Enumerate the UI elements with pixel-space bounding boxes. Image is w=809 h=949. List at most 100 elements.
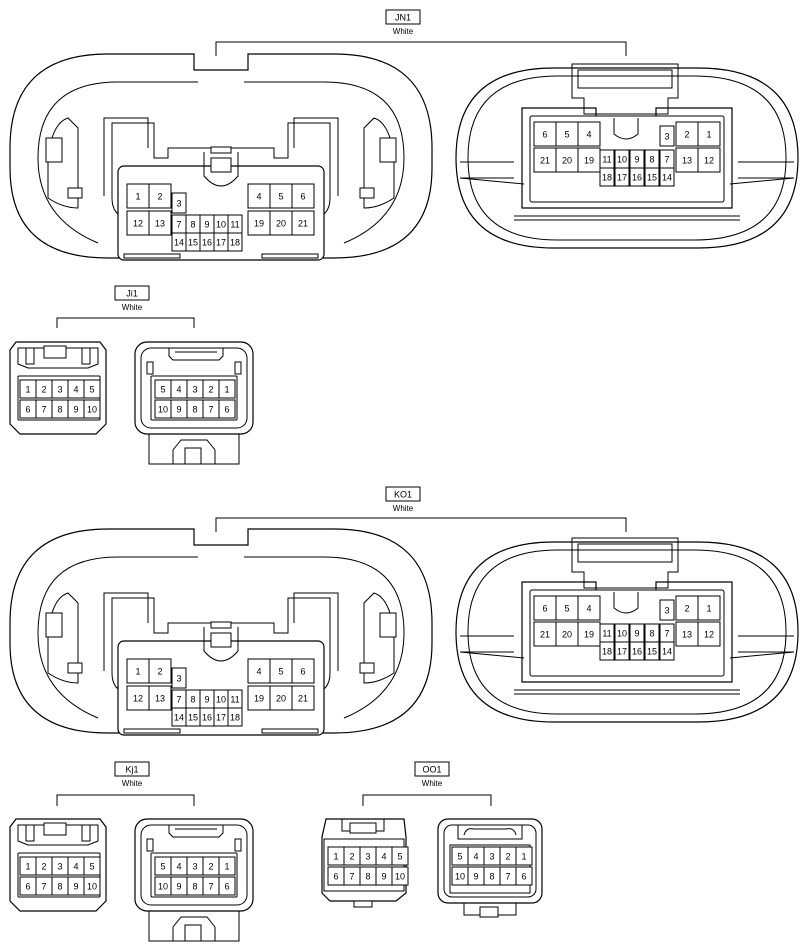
pin-number: 5 xyxy=(278,666,283,676)
pin-number: 5 xyxy=(278,191,283,201)
pin-number: 18 xyxy=(602,172,612,182)
large-male-pin: 5 xyxy=(555,595,579,621)
large-female-pin: 5 xyxy=(269,658,293,684)
small-male-pin: 1 xyxy=(218,379,236,399)
pin-number: 1 xyxy=(224,861,229,871)
connector-code: Kj1 xyxy=(125,764,138,774)
small-female-pin: 8 xyxy=(51,876,69,896)
pin-number: 8 xyxy=(190,694,195,704)
pin-number: 18 xyxy=(602,646,612,656)
pin-number: 5 xyxy=(564,129,569,139)
pin-number: 7 xyxy=(41,404,46,414)
large-female-pin: 16 xyxy=(199,232,215,252)
large-male-pin: 15 xyxy=(644,641,660,661)
pin-number: 18 xyxy=(230,712,240,722)
pin-number: 3 xyxy=(664,131,669,141)
pin-number: 16 xyxy=(632,172,642,182)
large-male-pin: 11 xyxy=(599,149,615,169)
small-female-pin: 9 xyxy=(67,399,85,419)
large-male-pin: 1 xyxy=(697,121,721,147)
pin-number: 2 xyxy=(684,603,689,613)
pin-number: 6 xyxy=(333,871,338,881)
large-male-pin: 17 xyxy=(614,167,630,187)
connector-color: White xyxy=(393,504,414,513)
pin-number: 16 xyxy=(632,646,642,656)
small-male-pin: 6 xyxy=(218,399,236,419)
small-male-pin: 1 xyxy=(218,856,236,876)
pin-number: 19 xyxy=(254,693,264,703)
pin-number: 15 xyxy=(647,646,657,656)
small-male-pin: 6 xyxy=(218,876,236,896)
small-male-pin: 8 xyxy=(186,876,204,896)
pin-number: 7 xyxy=(664,154,669,164)
oo1-female-pin: 6 xyxy=(327,866,345,886)
pin-number: 9 xyxy=(176,881,181,891)
pin-number: 2 xyxy=(41,861,46,871)
oo1-male-pin: 8 xyxy=(483,866,501,886)
pin-number: 2 xyxy=(349,851,354,861)
pin-number: 14 xyxy=(662,172,672,182)
oo1-female-pin: 9 xyxy=(375,866,393,886)
pin-number: 3 xyxy=(664,605,669,615)
pin-number: 10 xyxy=(617,154,627,164)
pin-number: 16 xyxy=(202,237,212,247)
pin-number: 2 xyxy=(157,666,162,676)
oo1-male-pin: 6 xyxy=(515,866,533,886)
pin-number: 19 xyxy=(254,218,264,228)
large-male-pin: 20 xyxy=(555,621,579,647)
connector-color: White xyxy=(122,779,143,788)
pin-number: 8 xyxy=(649,154,654,164)
pin-number: 5 xyxy=(457,851,462,861)
large-female-pin: 17 xyxy=(213,707,229,727)
pin-number: 3 xyxy=(365,851,370,861)
pin-number: 7 xyxy=(208,404,213,414)
large-female-pin: 14 xyxy=(171,707,187,727)
pin-number: 17 xyxy=(617,172,627,182)
pin-number: 9 xyxy=(473,871,478,881)
small-female-pin: 6 xyxy=(19,399,37,419)
large-female-pin: 16 xyxy=(199,707,215,727)
pin-number: 5 xyxy=(89,384,94,394)
large-male-pin: 7 xyxy=(659,623,675,643)
pin-number: 5 xyxy=(397,851,402,861)
pin-number: 2 xyxy=(157,191,162,201)
large-female-pin: 4 xyxy=(247,183,271,209)
pin-number: 9 xyxy=(73,881,78,891)
large-female-pin: 2 xyxy=(148,183,172,209)
large-female-pin: 13 xyxy=(148,210,172,236)
small-male-pin: 10 xyxy=(154,399,172,419)
pin-number: 3 xyxy=(489,851,494,861)
pin-number: 12 xyxy=(704,629,714,639)
pin-number: 4 xyxy=(256,191,261,201)
large-female-pin: 19 xyxy=(247,685,271,711)
small-male-pin: 9 xyxy=(170,399,188,419)
small-female-pin: 1 xyxy=(19,856,37,876)
large-male-pin: 21 xyxy=(533,621,557,647)
pin-number: 10 xyxy=(395,871,405,881)
pin-number: 1 xyxy=(521,851,526,861)
large-female-pin: 1 xyxy=(126,658,150,684)
large-male-pin: 7 xyxy=(659,149,675,169)
pin-number: 10 xyxy=(87,881,97,891)
large-female-pin: 11 xyxy=(227,689,243,709)
small-female-pin: 9 xyxy=(67,876,85,896)
pin-number: 15 xyxy=(188,712,198,722)
pin-number: 20 xyxy=(276,218,286,228)
small-male-pin: 5 xyxy=(154,856,172,876)
pin-number: 1 xyxy=(706,603,711,613)
large-male-pin: 16 xyxy=(629,641,645,661)
large-female-pin: 21 xyxy=(291,685,315,711)
large-female-pin: 7 xyxy=(171,689,187,709)
large-male-pin: 8 xyxy=(644,149,660,169)
small-female-pin: 10 xyxy=(83,876,101,896)
large-female-pin: 8 xyxy=(185,689,201,709)
small-female-pin: 10 xyxy=(83,399,101,419)
large-female-pin: 12 xyxy=(126,210,150,236)
large-male-pin: 6 xyxy=(533,595,557,621)
